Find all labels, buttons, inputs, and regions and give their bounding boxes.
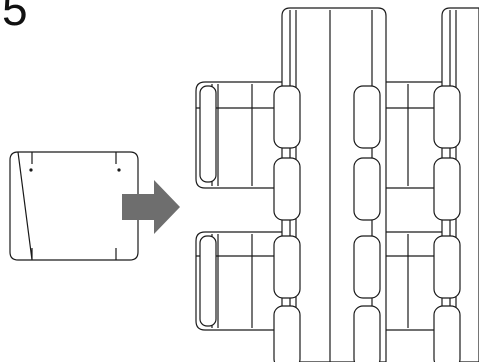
card-outline: [9, 151, 139, 261]
interlock-tabs: [199, 85, 461, 362]
card-hole-left: [29, 168, 33, 172]
single-card-piece: [9, 151, 139, 261]
right-arrow-icon: [122, 180, 180, 234]
step-number: 5: [2, 0, 28, 35]
card-hole-right: [117, 168, 121, 172]
assembled-lattice: [195, 7, 479, 362]
